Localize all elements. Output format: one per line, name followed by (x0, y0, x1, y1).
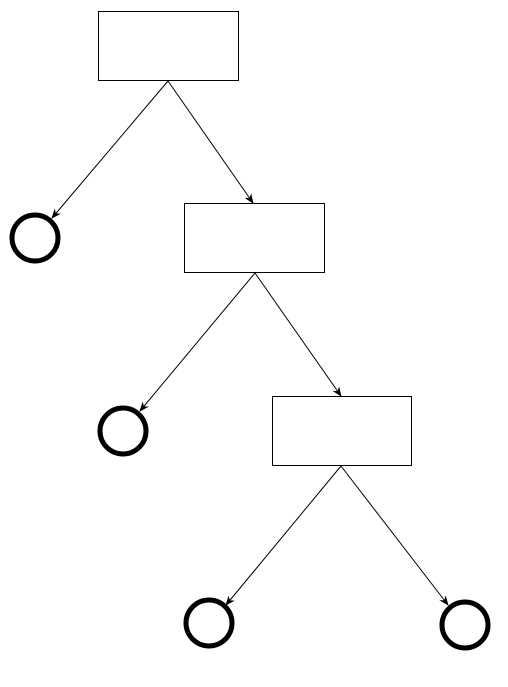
leaf-circle-4 (439, 599, 491, 651)
tree-node-bottom (272, 396, 412, 466)
leaf-circle-2 (97, 405, 149, 457)
edge-n3-to-l3 (225, 465, 342, 606)
leaf-circle-3 (183, 597, 235, 649)
edge-n1-to-n2 (167, 80, 254, 204)
tree-node-root (98, 11, 239, 81)
tree-node-middle (184, 203, 325, 273)
edge-n2-to-n3 (254, 272, 342, 397)
edge-n3-to-l4 (340, 465, 449, 606)
edge-n1-to-l1 (51, 80, 169, 219)
edge-n2-to-l2 (139, 272, 256, 412)
leaf-circle-1 (9, 212, 61, 264)
